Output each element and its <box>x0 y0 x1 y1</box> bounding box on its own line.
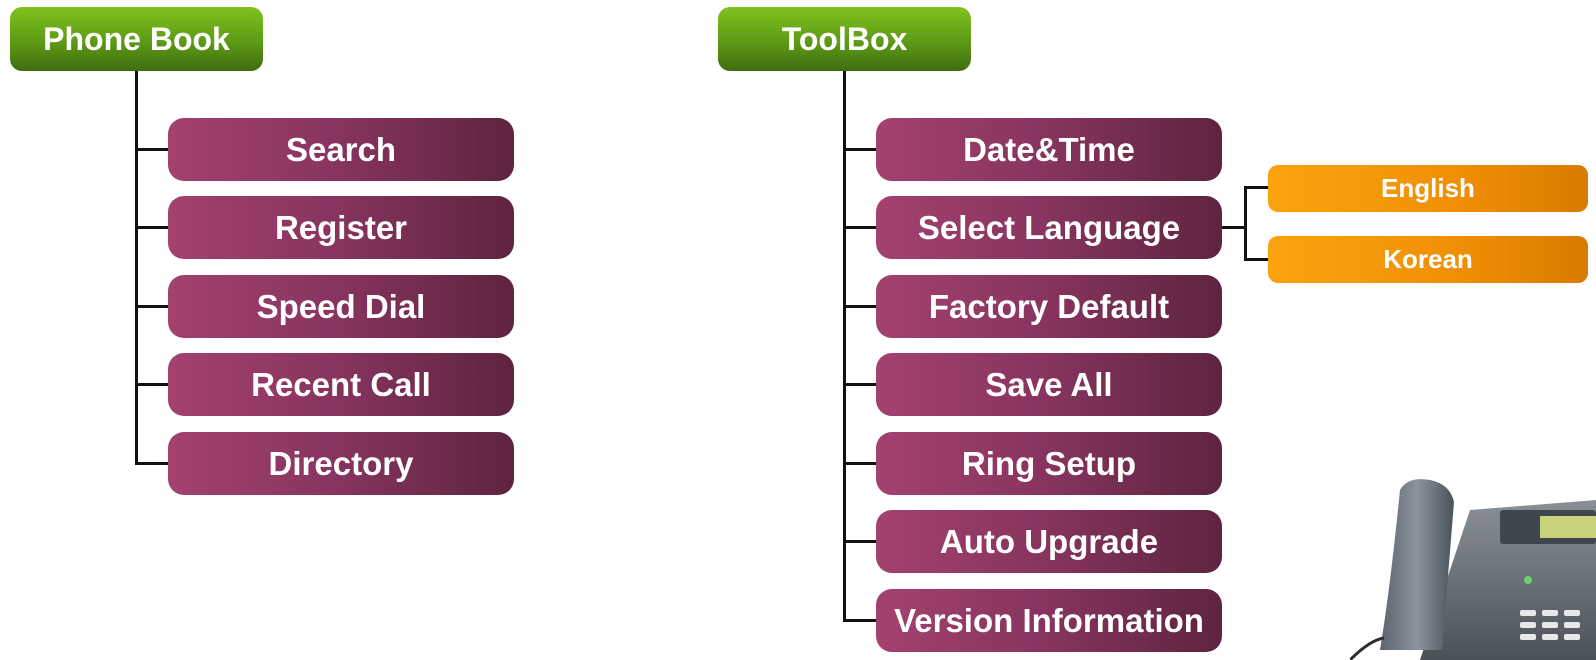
menu-item-directory[interactable]: Directory <box>168 432 514 495</box>
menu-item-auto-upgrade[interactable]: Auto Upgrade <box>876 510 1222 573</box>
connector <box>135 383 169 386</box>
menu-item-factory-default[interactable]: Factory Default <box>876 275 1222 338</box>
phone-display <box>1540 516 1596 538</box>
menu-item-select-language[interactable]: Select Language <box>876 196 1222 259</box>
connector <box>135 462 169 465</box>
menu-item-recent-call[interactable]: Recent Call <box>168 353 514 416</box>
connector <box>843 226 877 229</box>
connector <box>843 540 877 543</box>
language-option-english[interactable]: English <box>1268 165 1588 212</box>
menu-item-save-all[interactable]: Save All <box>876 353 1222 416</box>
phone-book-header[interactable]: Phone Book <box>10 7 263 71</box>
menu-item-speed-dial[interactable]: Speed Dial <box>168 275 514 338</box>
language-branch-trunk <box>1244 186 1247 261</box>
connector <box>135 226 169 229</box>
connector <box>135 148 169 151</box>
menu-item-register[interactable]: Register <box>168 196 514 259</box>
connector <box>843 619 877 622</box>
connector <box>1244 258 1269 261</box>
phone-handset <box>1380 479 1454 650</box>
language-option-korean[interactable]: Korean <box>1268 236 1588 283</box>
language-branch-stub <box>1222 226 1245 229</box>
connector <box>843 462 877 465</box>
phone-status-led <box>1524 576 1532 584</box>
toolbox-header[interactable]: ToolBox <box>718 7 971 71</box>
connector <box>843 305 877 308</box>
connector <box>843 148 877 151</box>
menu-item-ring-setup[interactable]: Ring Setup <box>876 432 1222 495</box>
phone-cord <box>1350 636 1385 660</box>
menu-item-search[interactable]: Search <box>168 118 514 181</box>
menu-item-date-time[interactable]: Date&Time <box>876 118 1222 181</box>
phone-keypad <box>1520 610 1580 640</box>
connector <box>843 383 877 386</box>
desk-phone-illustration <box>1350 479 1596 660</box>
toolbox-trunk <box>843 71 846 622</box>
connector <box>1244 186 1269 189</box>
connector <box>135 305 169 308</box>
menu-item-version-information[interactable]: Version Information <box>876 589 1222 652</box>
phone-book-trunk <box>135 71 138 465</box>
